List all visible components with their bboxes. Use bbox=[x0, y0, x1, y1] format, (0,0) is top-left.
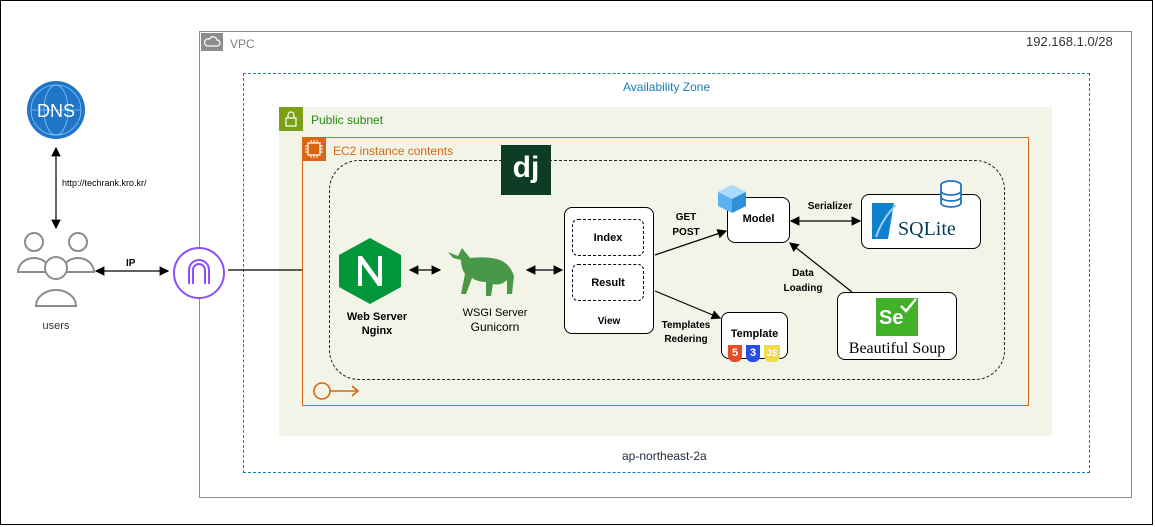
database-icon bbox=[940, 180, 962, 208]
public-subnet-label: Public subnet bbox=[311, 113, 384, 127]
template-label: Template bbox=[730, 328, 779, 340]
view-template-link bbox=[654, 290, 722, 320]
lock-icon bbox=[279, 107, 303, 131]
templates-label-1: Templates bbox=[661, 320, 711, 331]
public-subnet-group bbox=[279, 107, 1052, 436]
internet-gateway-icon bbox=[173, 247, 225, 299]
app-container bbox=[329, 160, 1005, 380]
view-label: View bbox=[597, 316, 621, 327]
chip-icon bbox=[302, 137, 326, 161]
dns-label: DNS bbox=[37, 101, 75, 121]
index-label: Index bbox=[593, 232, 623, 244]
sqlite-label: SQLite bbox=[898, 218, 956, 240]
gunicorn-label-1: WSGI Server bbox=[462, 307, 528, 319]
nginx-label-2: Nginx bbox=[361, 325, 393, 337]
view-model-link bbox=[654, 229, 728, 256]
model-label: Model bbox=[742, 213, 775, 225]
templates-label-2: Redering bbox=[664, 334, 708, 345]
checkmark-icon bbox=[900, 298, 917, 313]
cube-icon bbox=[718, 185, 746, 213]
nginx-logo-icon bbox=[339, 238, 401, 304]
post-label: POST bbox=[672, 227, 700, 238]
django-logo: dj bbox=[501, 145, 551, 195]
result-box bbox=[572, 264, 644, 301]
serializer-label: Serializer bbox=[807, 201, 853, 212]
css3-icon: 3 bbox=[746, 345, 760, 362]
ec2-instance-group bbox=[302, 137, 1029, 406]
soup-model-link bbox=[789, 242, 853, 293]
data-loading-label-2: Loading bbox=[783, 283, 823, 294]
result-label: Result bbox=[591, 277, 625, 289]
users-label: users bbox=[42, 320, 70, 332]
dns-globe-icon: DNS bbox=[27, 81, 85, 139]
cloud-icon bbox=[201, 33, 223, 51]
endpoint-icon bbox=[313, 382, 360, 400]
availability-zone-label: Availability Zone bbox=[623, 80, 711, 94]
dns-url: http://techrank.kro.kr/ bbox=[62, 178, 147, 188]
get-label: GET bbox=[675, 212, 697, 223]
beautifulsoup-label: Beautiful Soup bbox=[848, 340, 946, 357]
region-label: ap-northeast-2a bbox=[622, 449, 707, 463]
javascript-icon: JS bbox=[764, 345, 780, 362]
html5-icon: 5 bbox=[728, 345, 742, 362]
users-icon bbox=[16, 232, 96, 307]
index-box bbox=[572, 219, 644, 256]
sqlite-feather-icon bbox=[872, 203, 897, 239]
availability-zone-group bbox=[243, 73, 1090, 473]
django-logo-text: dj bbox=[512, 151, 540, 184]
vpc-label: VPC bbox=[230, 37, 255, 51]
data-loading-label-1: Data bbox=[792, 268, 814, 279]
gunicorn-label-2: Gunicorn bbox=[470, 320, 520, 334]
unicorn-icon bbox=[448, 248, 514, 296]
ip-label: IP bbox=[126, 258, 136, 269]
vpc-cidr: 192.168.1.0/28 bbox=[1026, 34, 1113, 49]
nginx-label-1: Web Server bbox=[346, 311, 408, 323]
ec2-label: EC2 instance contents bbox=[333, 144, 454, 158]
